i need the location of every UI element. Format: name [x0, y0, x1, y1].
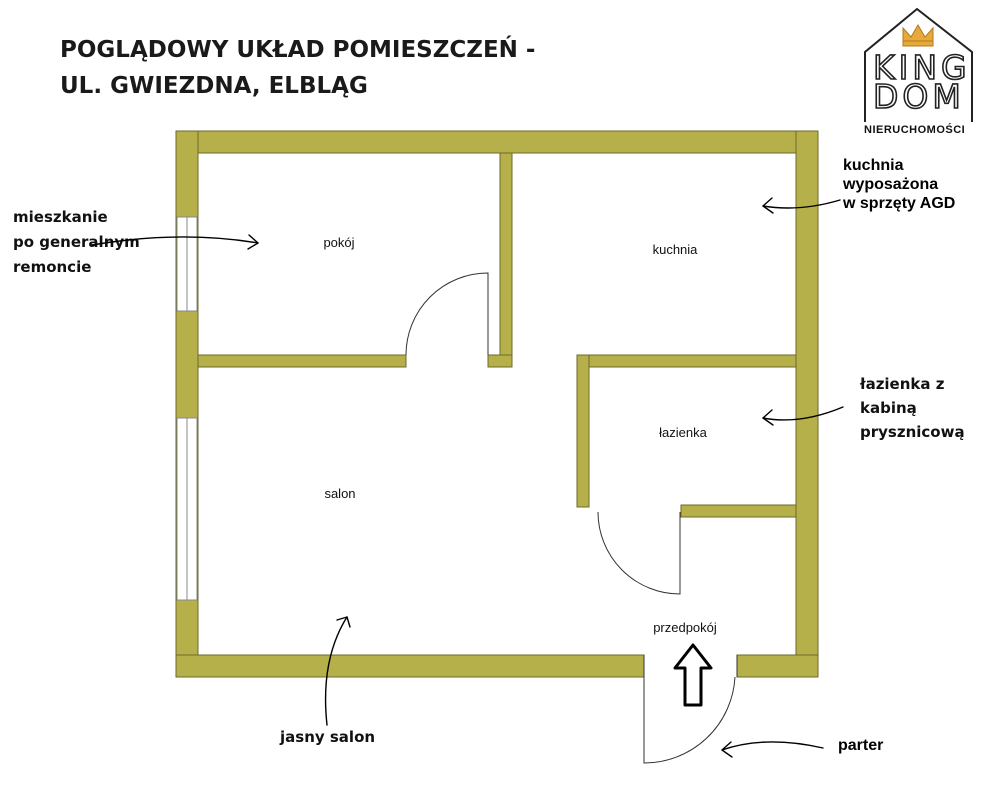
- arrow-to-kitchen-icon: [762, 197, 841, 214]
- door-pokoj: [405, 272, 489, 356]
- wall-lazienka-bottom: [680, 504, 797, 518]
- wall-door-stub: [487, 354, 513, 368]
- annotation-renovation-line-2: po generalnym: [13, 233, 140, 251]
- annotation-bathroom-line-1: łazienka z: [859, 375, 945, 393]
- arrow-to-lazienka-icon: [762, 406, 844, 426]
- title-line-1: POGLĄDOWY UKŁAD POMIESZCZEŃ -: [60, 35, 535, 63]
- annotation-kitchen-line-3: w sprzęty AGD: [842, 195, 955, 212]
- wall-lazienka-left: [576, 354, 590, 508]
- annotation-bathroom: łazienka z kabiną prysznicową: [859, 375, 965, 441]
- logo-brand-line-2: DOM: [873, 77, 965, 116]
- annotation-floor: parter: [838, 737, 883, 754]
- door-lazienka: [597, 511, 681, 595]
- doors: [405, 272, 738, 764]
- logo-subtitle: NIERUCHOMOŚCI: [864, 123, 965, 136]
- arrow-to-salon-icon: [324, 616, 351, 726]
- crown-icon: [902, 24, 934, 47]
- annotation-kitchen: kuchnia wyposażona w sprzęty AGD: [842, 157, 955, 212]
- kingdom-logo: KING DOM NIERUCHOMOŚCI: [864, 7, 973, 136]
- wall-lazienka-top: [576, 354, 797, 368]
- annotation-bathroom-line-3: prysznicową: [860, 423, 965, 441]
- entrance-arrow-icon: [673, 643, 713, 707]
- door-entrance: [643, 655, 738, 764]
- wall-bottom-left: [175, 654, 645, 678]
- annotation-kitchen-line-1: kuchnia: [843, 157, 904, 174]
- room-label-salon: salon: [324, 486, 355, 501]
- arrow-to-entrance-icon: [721, 741, 824, 758]
- annotation-renovation-line-3: remoncie: [13, 258, 91, 276]
- windows: [176, 216, 198, 601]
- arrow-to-pokoj-icon: [91, 234, 259, 250]
- wall-bottom-right: [736, 654, 819, 678]
- wall-top: [175, 130, 819, 154]
- window-pokoj: [176, 216, 198, 312]
- annotation-renovation: mieszkanie po generalnym remoncie: [13, 208, 140, 276]
- window-salon: [176, 417, 198, 601]
- room-label-przedpokoj: przedpokój: [653, 620, 717, 635]
- apartment-walls: [175, 130, 819, 678]
- pointer-arrows: [91, 197, 844, 758]
- title-line-2: UL. GWIEZDNA, ELBLĄG: [60, 73, 368, 99]
- wall-right: [795, 130, 819, 678]
- annotation-kitchen-line-2: wyposażona: [842, 176, 938, 193]
- logo-brand-line-1: KING: [873, 48, 971, 87]
- room-label-pokoj: pokój: [323, 235, 354, 250]
- annotation-bathroom-line-2: kabiną: [860, 399, 917, 417]
- annotation-salon: jasny salon: [279, 728, 375, 746]
- room-label-kuchnia: kuchnia: [653, 242, 699, 257]
- room-label-lazienka: łazienka: [659, 425, 707, 440]
- wall-pokoj-kuchnia: [499, 152, 513, 368]
- annotation-renovation-line-1: mieszkanie: [13, 208, 108, 226]
- wall-pokoj-salon: [197, 354, 407, 368]
